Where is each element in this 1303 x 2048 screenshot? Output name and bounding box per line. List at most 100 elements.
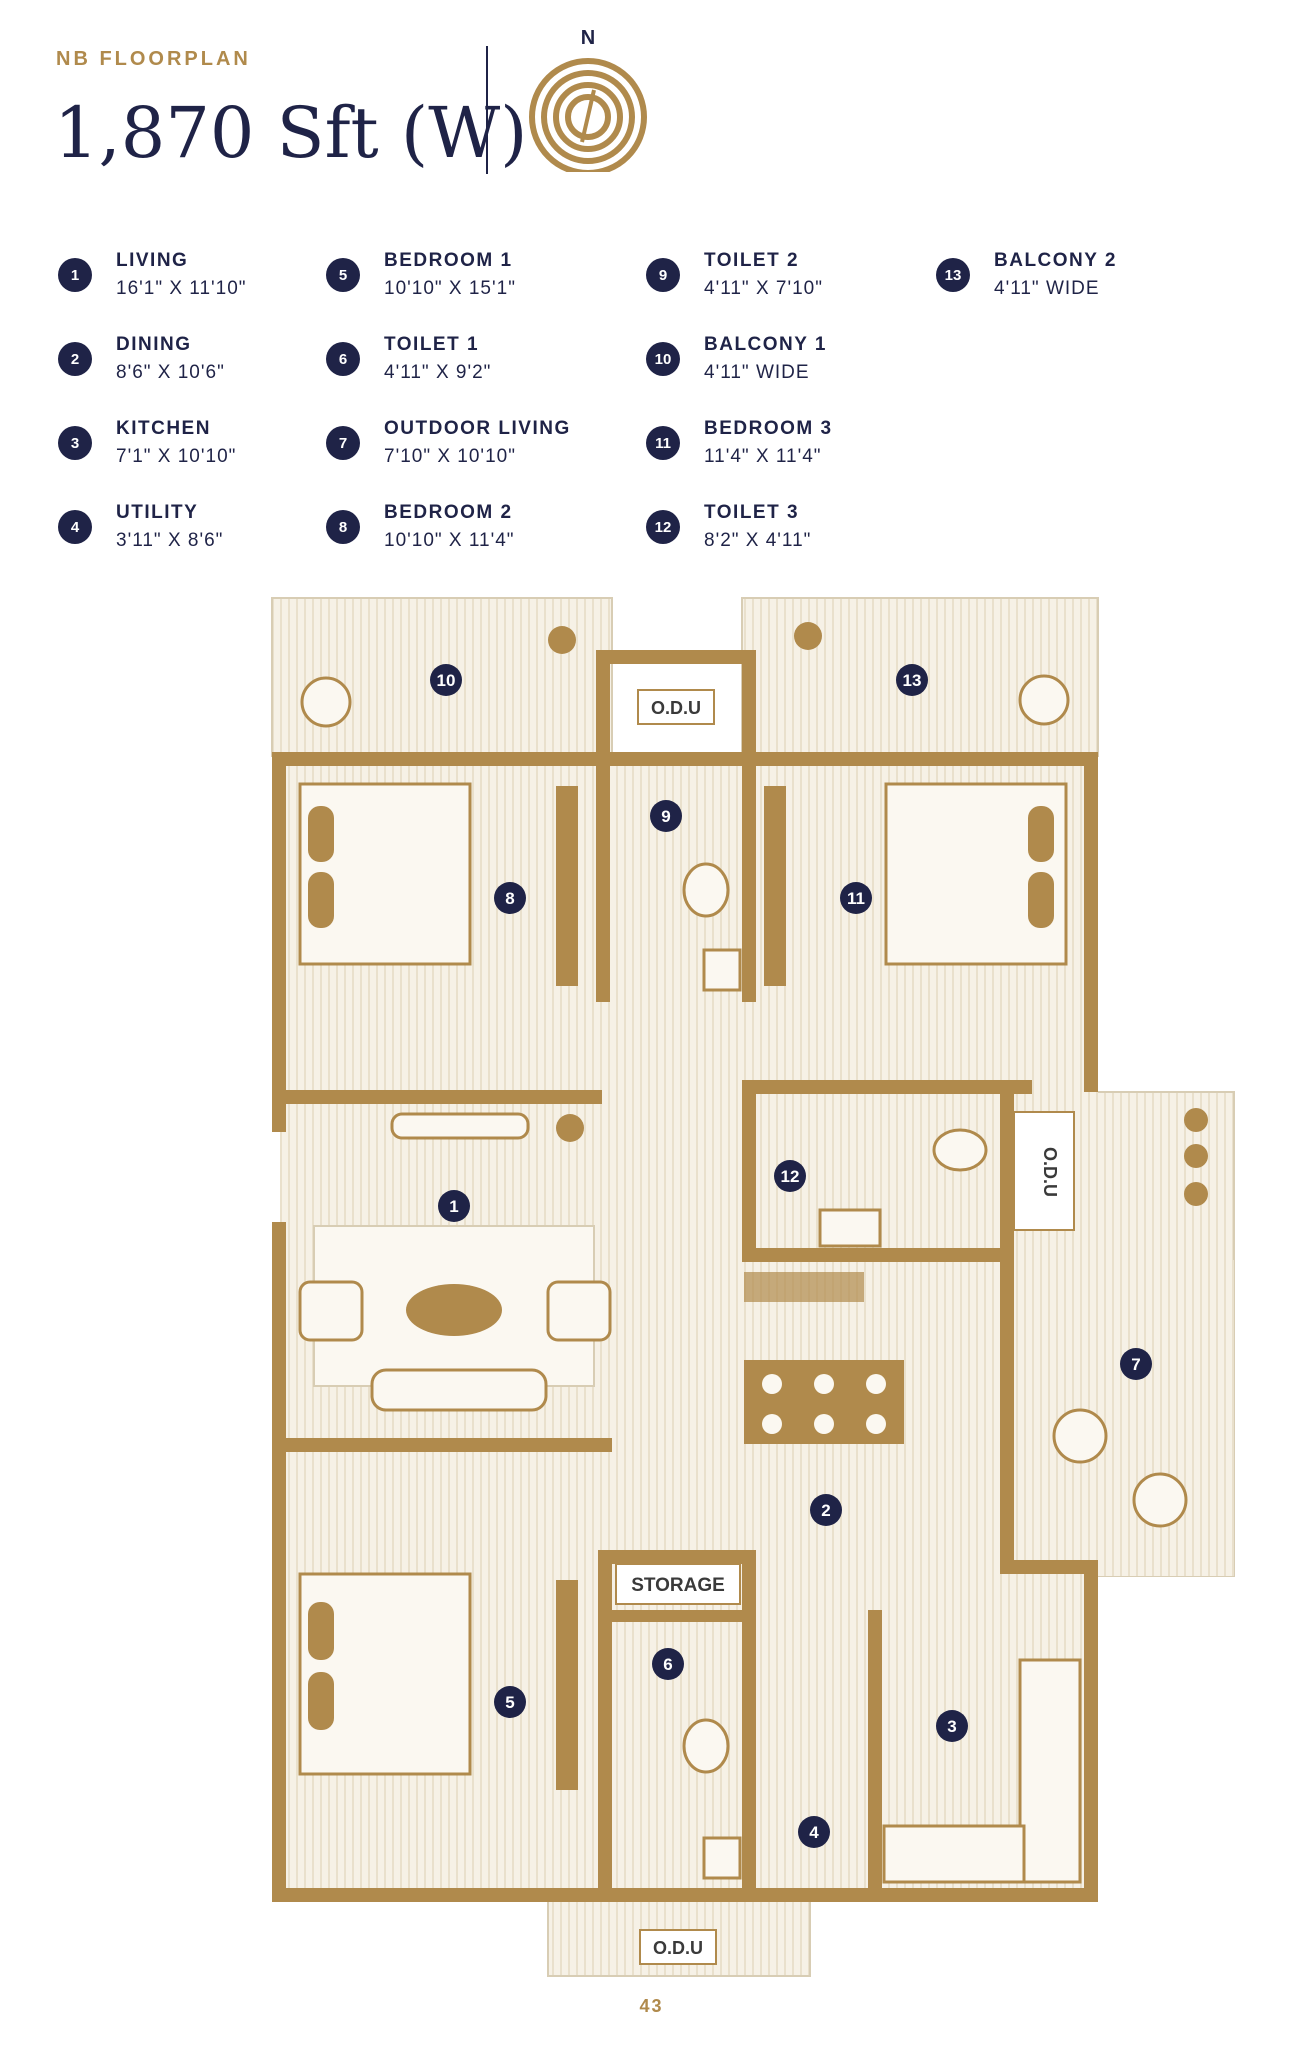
coffee-table-icon xyxy=(406,1284,502,1336)
legend-number: 3 xyxy=(58,426,92,460)
lounge-chair-icon xyxy=(300,674,1188,1528)
pillow-icon xyxy=(308,806,1054,1730)
legend-item-bedroom-2: 8 BEDROOM 2 10'10" X 11'4" xyxy=(326,502,626,562)
room-marker-8: 8 xyxy=(494,882,526,914)
room-marker-6: 6 xyxy=(652,1648,684,1680)
svg-text:O.D.U: O.D.U xyxy=(653,1938,703,1958)
compass-north-label: N xyxy=(581,27,595,49)
plant-icon xyxy=(548,622,1208,1206)
legend-item-toilet-2: 9 TOILET 2 4'11" X 7'10" xyxy=(646,250,946,310)
wardrobe-icon xyxy=(556,786,786,1790)
svg-text:5: 5 xyxy=(505,1693,514,1712)
legend-room-name: BEDROOM 1 xyxy=(384,250,513,271)
floor-plan: O.D.U O.D.U O.D.U STORAGE 1 2 3 4 5 6 7 … xyxy=(271,597,1235,1977)
page-title: 1,870 Sft (W) xyxy=(54,92,528,174)
svg-text:9: 9 xyxy=(661,807,670,826)
legend-number: 10 xyxy=(646,342,680,376)
kitchen-counter xyxy=(1018,1658,1082,1884)
svg-text:8: 8 xyxy=(505,889,514,908)
legend-room-dimensions: 8'2" X 4'11" xyxy=(704,530,812,551)
legend-room-dimensions: 7'1" X 10'10" xyxy=(116,446,237,467)
legend-room-dimensions: 4'11" WIDE xyxy=(704,362,810,383)
legend-room-dimensions: 4'11" X 7'10" xyxy=(704,278,823,299)
kitchen-sink-counter xyxy=(882,1824,1026,1884)
walls xyxy=(272,650,1098,1902)
legend-number: 8 xyxy=(326,510,360,544)
legend-number: 9 xyxy=(646,258,680,292)
legend-number: 13 xyxy=(936,258,970,292)
legend-room-dimensions: 16'1" X 11'10" xyxy=(116,278,247,299)
svg-text:13: 13 xyxy=(903,671,922,690)
armchair-icon xyxy=(546,1280,612,1342)
odu-label: O.D.U xyxy=(1013,1111,1075,1231)
outdoor-living-floor xyxy=(1000,1260,1234,1576)
sofa-icon xyxy=(370,1368,548,1412)
odu-label: O.D.U xyxy=(639,1929,717,1965)
legend-room-dimensions: 7'10" X 10'10" xyxy=(384,446,516,467)
legend-item-dining: 2 DINING 8'6" X 10'6" xyxy=(58,334,358,394)
legend-item-bedroom-3: 11 BEDROOM 3 11'4" X 11'4" xyxy=(646,418,946,478)
legend-number: 6 xyxy=(326,342,360,376)
crockery-unit-icon xyxy=(744,1272,864,1302)
svg-text:4: 4 xyxy=(809,1823,819,1842)
svg-text:10: 10 xyxy=(437,671,456,690)
svg-text:6: 6 xyxy=(663,1655,672,1674)
room-marker-10: 10 xyxy=(430,664,462,696)
legend-number: 7 xyxy=(326,426,360,460)
legend-room-name: DINING xyxy=(116,334,192,355)
room-marker-7: 7 xyxy=(1120,1348,1152,1380)
legend-room-name: TOILET 3 xyxy=(704,502,800,523)
legend-item-toilet-3: 12 TOILET 3 8'2" X 4'11" xyxy=(646,502,946,562)
legend-room-dimensions: 11'4" X 11'4" xyxy=(704,446,822,467)
room-marker-5: 5 xyxy=(494,1686,526,1718)
legend-room-name: OUTDOOR LIVING xyxy=(384,418,571,439)
dining-chair-icon xyxy=(762,1374,886,1434)
legend-room-name: TOILET 2 xyxy=(704,250,800,271)
legend-room-name: BALCONY 2 xyxy=(994,250,1117,271)
plan-eyebrow: NB FLOORPLAN xyxy=(56,48,251,70)
legend-item-utility: 4 UTILITY 3'11" X 8'6" xyxy=(58,502,358,562)
room-legend: 1 LIVING 16'1" X 11'10" 2 DINING 8'6" X … xyxy=(0,0,1303,580)
svg-text:O.D.U: O.D.U xyxy=(1040,1147,1060,1197)
legend-room-dimensions: 8'6" X 10'6" xyxy=(116,362,225,383)
legend-room-name: BEDROOM 3 xyxy=(704,418,833,439)
legend-item-outdoor-living: 7 OUTDOOR LIVING 7'10" X 10'10" xyxy=(326,418,626,478)
svg-text:2: 2 xyxy=(821,1501,830,1520)
svg-text:12: 12 xyxy=(781,1167,800,1186)
room-marker-2: 2 xyxy=(810,1494,842,1526)
svg-text:STORAGE: STORAGE xyxy=(631,1575,725,1596)
room-marker-12: 12 xyxy=(774,1160,806,1192)
legend-item-living: 1 LIVING 16'1" X 11'10" xyxy=(58,250,358,310)
toilet-icon xyxy=(682,862,988,1774)
svg-text:3: 3 xyxy=(947,1717,956,1736)
tv-unit-icon xyxy=(390,1112,530,1140)
legend-room-dimensions: 10'10" X 11'4" xyxy=(384,530,515,551)
legend-room-dimensions: 10'10" X 15'1" xyxy=(384,278,516,299)
legend-room-name: KITCHEN xyxy=(116,418,211,439)
svg-text:1: 1 xyxy=(449,1197,458,1216)
armchair-icon xyxy=(298,1280,364,1342)
sink-icon xyxy=(702,948,882,1880)
legend-item-balcony-2: 13 BALCONY 2 4'11" WIDE xyxy=(936,250,1236,310)
storage-label: STORAGE xyxy=(615,1563,741,1605)
legend-room-name: UTILITY xyxy=(116,502,199,523)
legend-item-kitchen: 3 KITCHEN 7'1" X 10'10" xyxy=(58,418,358,478)
legend-room-name: TOILET 1 xyxy=(384,334,480,355)
compass-icon: N xyxy=(529,27,647,172)
legend-room-name: BALCONY 1 xyxy=(704,334,827,355)
svg-text:11: 11 xyxy=(847,889,865,908)
room-marker-1: 1 xyxy=(438,1190,470,1222)
legend-item-toilet-1: 6 TOILET 1 4'11" X 9'2" xyxy=(326,334,626,394)
legend-number: 5 xyxy=(326,258,360,292)
legend-room-name: BEDROOM 2 xyxy=(384,502,513,523)
header-divider xyxy=(486,46,488,174)
legend-item-balcony-1: 10 BALCONY 1 4'11" WIDE xyxy=(646,334,946,394)
legend-number: 1 xyxy=(58,258,92,292)
svg-text:7: 7 xyxy=(1131,1355,1140,1374)
legend-item-bedroom-1: 5 BEDROOM 1 10'10" X 15'1" xyxy=(326,250,626,310)
legend-room-name: LIVING xyxy=(116,250,189,271)
legend-room-dimensions: 4'11" WIDE xyxy=(994,278,1100,299)
room-marker-4: 4 xyxy=(798,1816,830,1848)
room-marker-11: 11 xyxy=(840,882,872,914)
page-number: 43 xyxy=(639,1996,664,2016)
